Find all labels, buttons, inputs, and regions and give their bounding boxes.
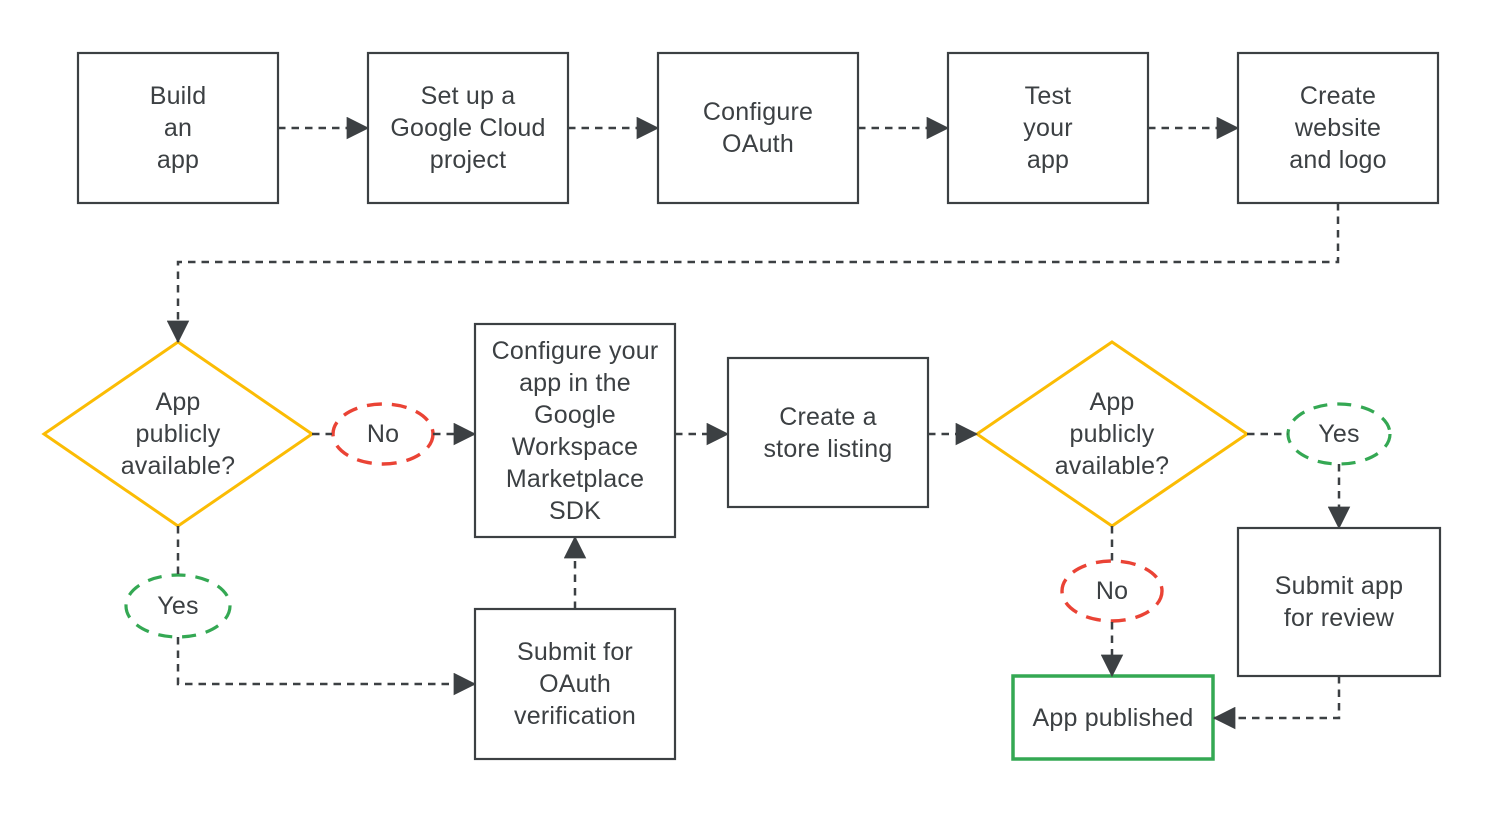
- label-configure-sdk: Configure your app in the Google Workspa…: [491, 336, 659, 525]
- yes-badge-oval-1: [124, 573, 232, 639]
- process-box-create-website: [1236, 51, 1440, 205]
- terminal-box-app-published: [1011, 674, 1215, 761]
- process-box-test-app: [946, 51, 1150, 205]
- label-decision-public-1: App publicly available?: [120, 388, 236, 480]
- process-box-configure-sdk: [473, 322, 677, 539]
- label-no-2: No: [1095, 577, 1129, 605]
- label-decision-public-2: App publicly available?: [1054, 388, 1170, 480]
- connector-submit-review-to-app-published: [1212, 676, 1341, 730]
- label-yes-2: Yes: [1318, 420, 1360, 448]
- label-yes-1: Yes: [157, 592, 199, 620]
- label-configure-oauth: Configure OAuth: [702, 98, 814, 158]
- label-test-app: Test your app: [1023, 82, 1073, 174]
- label-oauth-verification: Submit for OAuth verification: [514, 638, 636, 730]
- process-box-cloud-project: [366, 51, 570, 205]
- label-cloud-project: Set up a Google Cloud project: [390, 82, 546, 174]
- label-app-published: App published: [1032, 703, 1194, 732]
- label-store-listing: Create a store listing: [763, 402, 893, 463]
- process-box-build-app: [76, 51, 280, 205]
- label-create-website: Create website and logo: [1289, 82, 1387, 174]
- label-no-1: No: [366, 420, 400, 448]
- label-build-app: Build an app: [149, 82, 207, 174]
- connector-yes-to-oauth-verification: [176, 637, 477, 696]
- no-badge-oval-2: [1060, 559, 1164, 623]
- process-box-submit-review: [1236, 526, 1442, 678]
- process-box-oauth-verification: [473, 607, 677, 761]
- connector-website-to-decision-1: [166, 203, 1340, 344]
- label-submit-review: Submit app for review: [1274, 572, 1404, 632]
- process-box-configure-oauth: [656, 51, 860, 205]
- process-box-store-listing: [726, 356, 930, 509]
